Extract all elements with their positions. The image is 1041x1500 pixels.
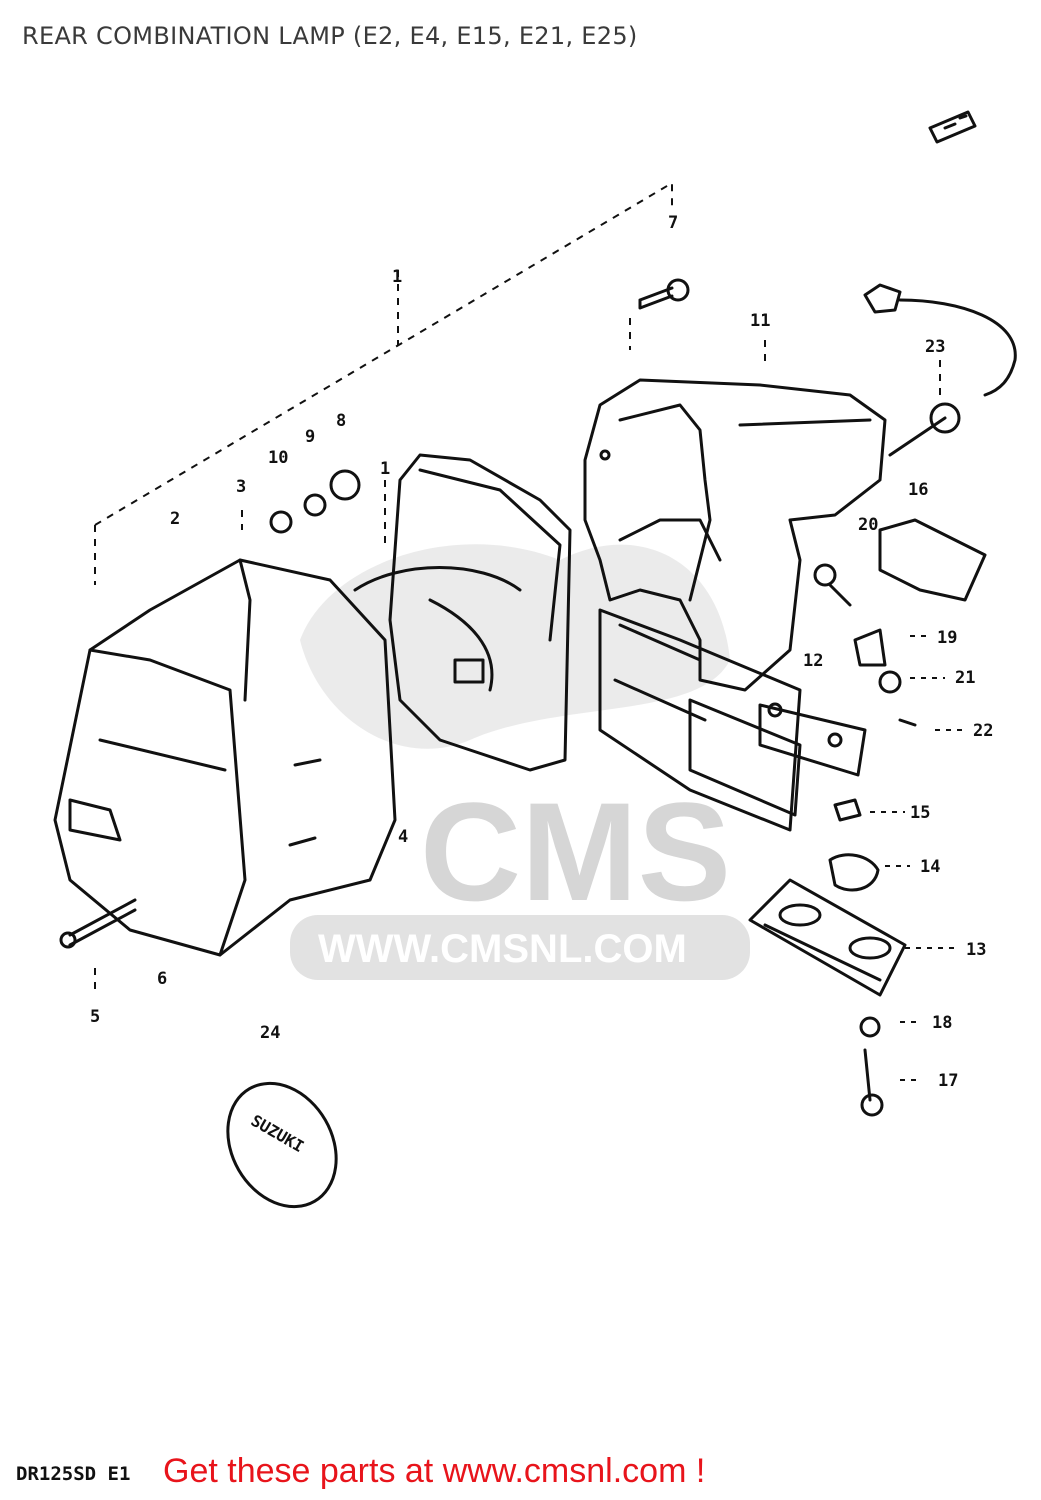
label-23: 23 [925,337,945,357]
part-socket-16 [878,518,987,602]
label-1-base: 1 [380,459,390,479]
label-3: 3 [236,477,246,497]
part-lens-6 [53,558,397,957]
connector-icon [928,110,977,144]
label-16: 16 [908,480,928,500]
label-5: 5 [90,1007,100,1027]
label-9: 9 [305,427,315,447]
watermark-url: WWW.CMSNL.COM [318,927,687,971]
label-13: 13 [966,940,986,960]
label-15: 15 [910,803,930,823]
part-screw-5 [59,898,137,949]
part-plate-bracket-12 [598,608,867,832]
part-decal-24: SUZUKI [226,1081,338,1209]
label-14: 14 [920,857,940,877]
label-24: 24 [260,1023,280,1043]
part-housing-11 [583,378,887,692]
part-small-washers [269,469,361,534]
label-4: 4 [398,827,408,847]
part-wire-harness-23 [863,283,1017,457]
label-19: 19 [937,628,957,648]
label-1: 1 [392,267,402,287]
label-10: 10 [268,448,288,468]
label-2: 2 [170,509,180,529]
label-18: 18 [932,1013,952,1033]
label-11: 11 [750,311,770,331]
label-7: 7 [668,213,678,233]
page-title: REAR COMBINATION LAMP (E2, E4, E15, E21,… [22,22,638,50]
label-20: 20 [858,515,878,535]
label-22: 22 [973,721,993,741]
part-small-19-21-22 [853,628,917,727]
part-bulb-20 [813,563,852,607]
label-8: 8 [336,411,346,431]
label-6: 6 [157,969,167,989]
watermark-brand: CMS [420,773,731,930]
get-parts-link[interactable]: Get these parts at www.cmsnl.com ! [163,1452,706,1490]
decal-text: SUZUKI [248,1111,308,1156]
label-21: 21 [955,668,975,688]
part-lamp-base-1 [353,453,572,772]
part-screw-7 [638,278,690,310]
label-12: 12 [803,651,823,671]
part-license-light-group [748,798,907,1117]
label-17: 17 [938,1071,958,1091]
drawing-code: DR125SD E1 [16,1463,131,1485]
